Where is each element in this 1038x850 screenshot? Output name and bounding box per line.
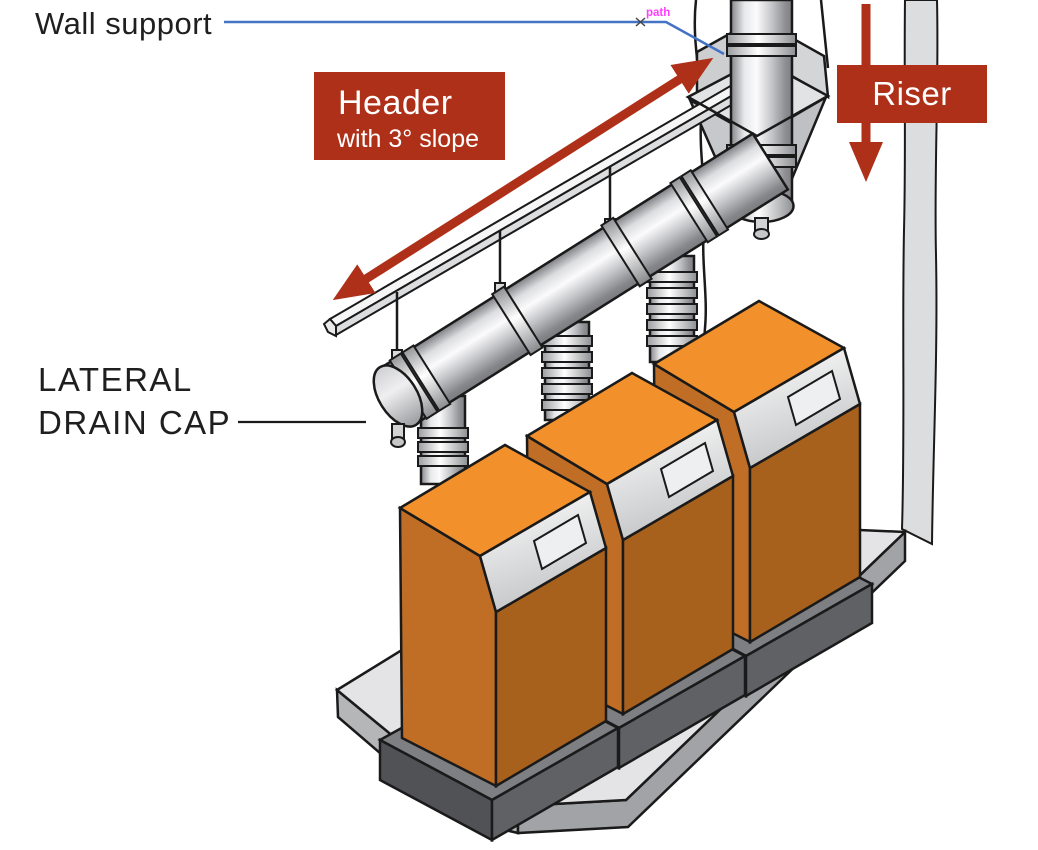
riser-drain-nipple-cap [753,228,770,240]
header-end-cap [372,364,424,428]
flue-ring [541,383,593,395]
flue-ring [417,427,469,439]
riser-ring [726,33,797,45]
riser-ring [726,45,797,57]
flue-ring [417,455,469,467]
wall-panel-right [900,0,939,546]
header-slope-arrow [332,57,714,301]
path-annotation: path [646,7,670,19]
lateral-drain-cap-label-line1: LATERAL [38,361,193,398]
wall-support-leader-line [224,20,725,56]
header-callout-line1: Header [338,84,453,122]
riser-callout-label: Riser [872,75,952,112]
rail-end-cap [322,317,337,338]
drain-nipple-cap [390,436,406,448]
boiler-display-screen [532,513,588,571]
flue-ring [417,441,469,453]
annotations: Header with 3° slope Riser path Wall sup… [35,4,987,441]
boiler-display-screen [659,441,715,499]
header-callout-box [314,72,505,160]
flue-ring [646,287,698,299]
boiler-1 [377,443,621,843]
wall-support-label: Wall support [35,6,212,41]
flue-ring [541,367,593,379]
plinth-side [490,725,620,843]
riser-callout-box [837,65,987,123]
flue-ring [646,319,698,331]
boiler-display-screen [786,369,842,427]
lateral-drain-cap-label-line2: DRAIN CAP [38,404,231,441]
flue-ring [646,303,698,315]
lateral-drain-cap-fitting [390,423,406,448]
header-collar-ring [401,344,452,413]
flue-ring [541,351,593,363]
header-callout-line2: with 3° slope [336,125,479,153]
connector-handle-icon [635,17,646,27]
wall-corner-line [819,0,830,69]
